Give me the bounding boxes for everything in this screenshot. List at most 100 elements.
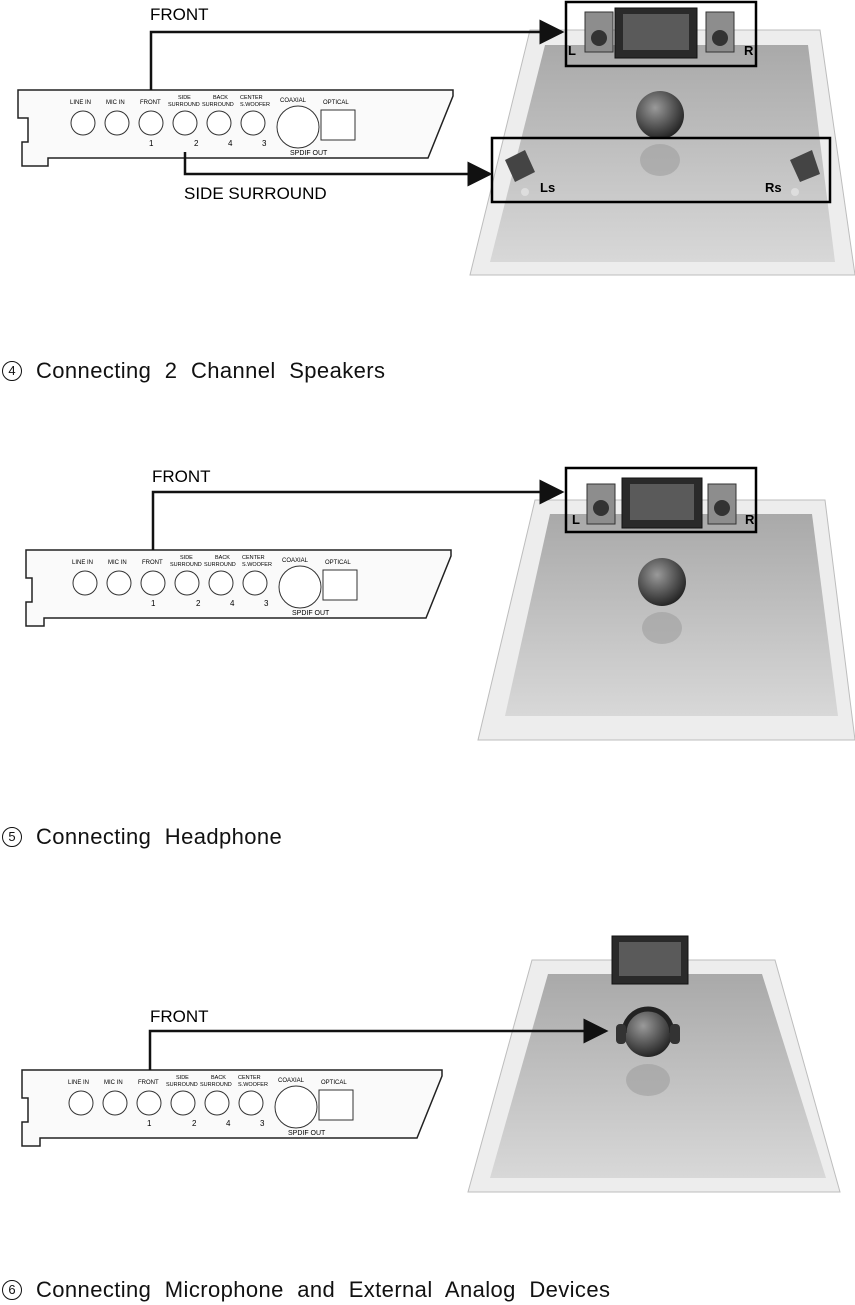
jack-line-in <box>70 110 96 136</box>
surround-right-label: Rs <box>765 180 782 195</box>
jack-side-surround <box>170 1090 196 1116</box>
listener-head <box>638 558 686 606</box>
jack-center-subwoofer <box>242 570 268 596</box>
jack-back-surround <box>206 110 232 136</box>
figure-headphone: LINE IN MIC IN FRONT SIDE SURROUND BACK … <box>0 930 855 1200</box>
figure-2-channel-illustration: L R LINE IN MIC IN FRONT SIDE SURROUND B… <box>25 466 855 741</box>
channel-number-2: 2 <box>192 1119 197 1128</box>
caption-text: Connecting Microphone and External Analo… <box>36 1277 611 1302</box>
port-label-coaxial: COAXIAL <box>282 558 309 564</box>
caption-number: 6 <box>2 1280 22 1300</box>
port-label-back: BACK <box>213 95 228 101</box>
channel-number-4: 4 <box>226 1119 231 1128</box>
jack-mic-in <box>102 1090 128 1116</box>
port-label-mic-in: MIC IN <box>106 100 125 106</box>
port-label-center: CENTER <box>240 95 263 101</box>
speaker-left-label: L <box>572 512 580 527</box>
port-label-back-surround: SURROUND <box>204 562 236 568</box>
front-connection-arrow <box>149 19 565 90</box>
port-label-back-surround: SURROUND <box>200 1082 232 1088</box>
headphone-left-cup <box>616 1024 626 1044</box>
front-arrow-label: FRONT <box>150 5 209 24</box>
channel-number-3: 3 <box>264 599 269 608</box>
port-label-subwoofer: S.WOOFER <box>240 102 270 108</box>
speaker-left-label: L <box>568 43 576 58</box>
jack-side-surround <box>172 110 198 136</box>
jack-center-subwoofer <box>240 110 266 136</box>
port-label-line-in: LINE IN <box>70 100 91 106</box>
port-label-center: CENTER <box>238 1075 261 1081</box>
port-label-side-surround: SURROUND <box>166 1082 198 1088</box>
jack-optical <box>318 1089 354 1121</box>
headphone-right-cup <box>670 1024 680 1044</box>
figure-2-channel: L R LINE IN MIC IN FRONT SIDE SURROUND B… <box>0 462 855 747</box>
surround-left-label: Ls <box>540 180 555 195</box>
front-speakers-highlight <box>564 466 758 534</box>
surround-speaker-right <box>790 150 820 182</box>
jack-coaxial <box>274 1085 318 1129</box>
port-label-line-in: LINE IN <box>72 560 93 566</box>
spdif-out-label: SPDIF OUT <box>290 150 328 157</box>
monitor-screen <box>630 484 694 520</box>
port-label-front: FRONT <box>142 560 163 566</box>
jack-line-in <box>72 570 98 596</box>
port-label-optical: OPTICAL <box>323 100 349 106</box>
port-label-side: SIDE <box>176 1075 189 1081</box>
speaker-right-label: R <box>744 43 754 58</box>
figure-headphone-illustration: LINE IN MIC IN FRONT SIDE SURROUND BACK … <box>21 935 841 1193</box>
jack-coaxial <box>278 565 322 609</box>
port-label-mic-in: MIC IN <box>104 1080 123 1086</box>
jack-coaxial <box>276 105 320 149</box>
port-label-center: CENTER <box>242 555 265 561</box>
port-label-front: FRONT <box>140 100 161 106</box>
side-surround-arrow-label: SIDE SURROUND <box>184 184 327 203</box>
channel-number-4: 4 <box>230 599 235 608</box>
caption-number: 4 <box>2 361 22 381</box>
jack-back-surround <box>208 570 234 596</box>
front-arrow-label: FRONT <box>152 467 211 486</box>
jack-mic-in <box>106 570 132 596</box>
port-label-subwoofer: S.WOOFER <box>238 1082 268 1088</box>
jack-front <box>138 110 164 136</box>
port-label-side: SIDE <box>180 555 193 561</box>
jack-front <box>140 570 166 596</box>
caption-text: Connecting Headphone <box>36 824 283 849</box>
front-connection-arrow <box>151 479 565 550</box>
channel-number-1: 1 <box>147 1119 152 1128</box>
speaker-right-label: R <box>745 512 755 527</box>
sound-card-bracket: LINE IN MIC IN FRONT SIDE SURROUND BACK … <box>21 1069 443 1147</box>
port-label-coaxial: COAXIAL <box>280 98 307 104</box>
jack-center-subwoofer <box>238 1090 264 1116</box>
spdif-out-label: SPDIF OUT <box>292 610 330 617</box>
spdif-out-label: SPDIF OUT <box>288 1130 326 1137</box>
caption-2-channel-speakers: 4 Connecting 2 Channel Speakers <box>0 356 855 386</box>
port-label-side-surround: SURROUND <box>170 562 202 568</box>
side-surround-connection-arrow <box>183 152 493 187</box>
jack-back-surround <box>204 1090 230 1116</box>
caption-microphone-analog: 6 Connecting Microphone and External Ana… <box>0 1275 855 1305</box>
front-speakers-highlight <box>564 0 758 68</box>
sound-card-bracket: LINE IN MIC IN FRONT SIDE SURROUND BACK … <box>25 549 452 627</box>
port-label-optical: OPTICAL <box>325 560 351 566</box>
caption-number: 5 <box>2 827 22 847</box>
port-label-back: BACK <box>211 1075 226 1081</box>
port-label-optical: OPTICAL <box>321 1080 347 1086</box>
jack-optical <box>320 109 356 141</box>
monitor-screen <box>623 14 689 50</box>
surround-speaker-left <box>505 150 535 182</box>
port-label-back-surround: SURROUND <box>202 102 234 108</box>
monitor-screen <box>619 942 681 976</box>
port-label-side-surround: SURROUND <box>168 102 200 108</box>
jack-front <box>136 1090 162 1116</box>
channel-number-2: 2 <box>196 599 201 608</box>
figure-side-surround: L R Ls Rs LINE IN MIC IN FRONT SIDE SURR… <box>0 0 855 290</box>
channel-number-4: 4 <box>228 139 233 148</box>
listener-head <box>624 1009 672 1057</box>
port-label-side: SIDE <box>178 95 191 101</box>
front-connection-arrow <box>148 1018 609 1070</box>
channel-number-3: 3 <box>260 1119 265 1128</box>
port-label-line-in: LINE IN <box>68 1080 89 1086</box>
figure-side-surround-illustration: L R Ls Rs LINE IN MIC IN FRONT SIDE SURR… <box>17 0 855 276</box>
port-label-coaxial: COAXIAL <box>278 1078 305 1084</box>
port-label-front: FRONT <box>138 1080 159 1086</box>
